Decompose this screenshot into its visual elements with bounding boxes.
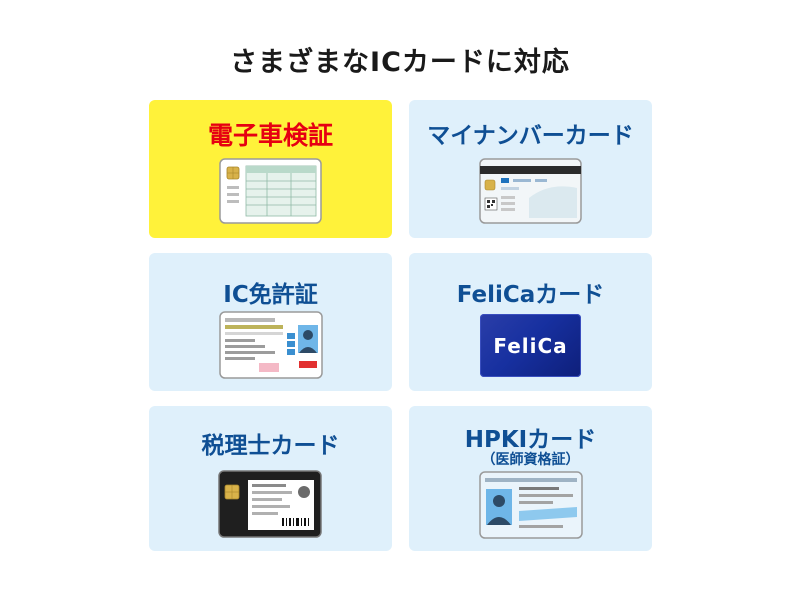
card-my-number: マイナンバーカード — [409, 100, 652, 238]
card-tax-accountant: 税理士カード — [149, 406, 392, 551]
card-hpki: HPKIカード （医師資格証） — [409, 406, 652, 551]
felica-logo: FeliCa — [480, 314, 581, 377]
my-number-card-icon — [479, 158, 582, 224]
card-felica: FeliCaカード FeliCa — [409, 253, 652, 391]
card-label: HPKIカード — [464, 427, 597, 453]
card-label: FeliCaカード — [456, 282, 605, 308]
card-label: マイナンバーカード — [427, 123, 634, 149]
tax-accountant-card-icon — [218, 470, 322, 538]
card-label: 税理士カード — [201, 433, 340, 459]
card-label: IC免許証 — [223, 282, 318, 308]
hpki-card-icon — [479, 471, 583, 539]
card-vehicle-inspection: 電子車検証 — [149, 100, 392, 238]
drivers-license-card-icon — [219, 311, 323, 379]
card-label: 電子車検証 — [207, 121, 333, 150]
card-sublabel: （医師資格証） — [481, 452, 580, 468]
page-title: さまざまなICカードに対応 — [230, 47, 570, 78]
card-drivers-license: IC免許証 — [149, 253, 392, 391]
vehicle-inspection-card-icon — [219, 158, 322, 224]
